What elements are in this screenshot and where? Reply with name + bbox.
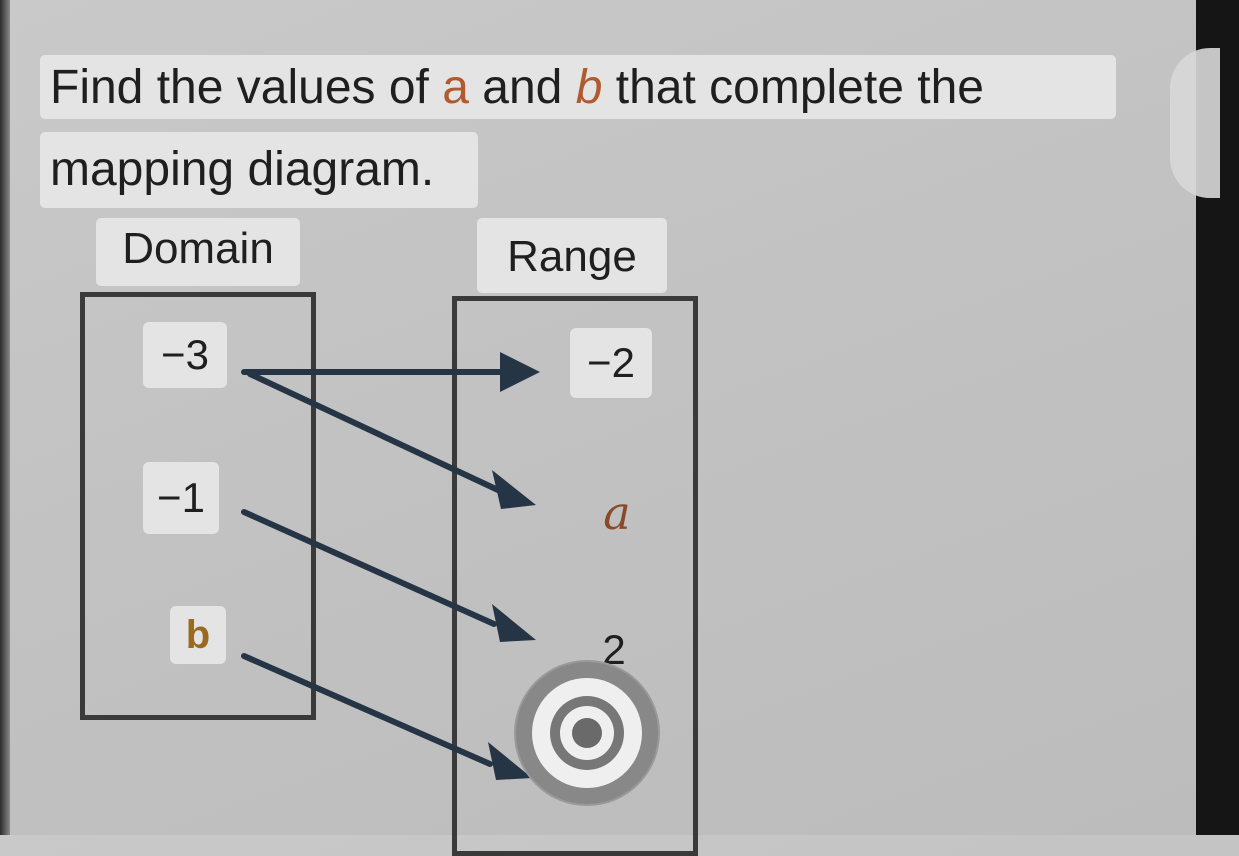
- arrowhead: [500, 352, 540, 392]
- domain-value: −3: [143, 322, 227, 388]
- arrowhead: [488, 742, 532, 780]
- range-value: 2: [602, 626, 626, 673]
- question-line-2: mapping diagram.: [40, 132, 478, 208]
- domain-box: [80, 292, 316, 720]
- mapping-arrow: [241, 509, 497, 627]
- target-icon[interactable]: [516, 662, 658, 804]
- arrowhead: [492, 470, 536, 509]
- mapping-arrow: [247, 371, 501, 493]
- mapping-arrow: [241, 653, 493, 767]
- variable-b: b: [575, 61, 603, 114]
- variable-a: a: [442, 61, 469, 114]
- device-bezel: [1170, 0, 1239, 835]
- mapping-arrows: [241, 352, 540, 780]
- question-text: and: [468, 61, 576, 114]
- question-text: Find the values of: [50, 61, 443, 114]
- range-value: −2: [570, 328, 652, 398]
- bezel-bump: [1170, 48, 1220, 198]
- question-text: that complete the: [602, 61, 984, 114]
- target-center: [572, 718, 602, 748]
- left-edge: [0, 0, 10, 835]
- arrowhead: [492, 604, 536, 642]
- range-heading: Range: [477, 218, 667, 293]
- domain-heading: Domain: [96, 218, 300, 286]
- domain-value: b: [170, 606, 226, 664]
- domain-value: −1: [143, 462, 219, 534]
- question-line-1: Find the values of a and b that complete…: [40, 55, 1116, 119]
- range-value: a: [603, 486, 631, 540]
